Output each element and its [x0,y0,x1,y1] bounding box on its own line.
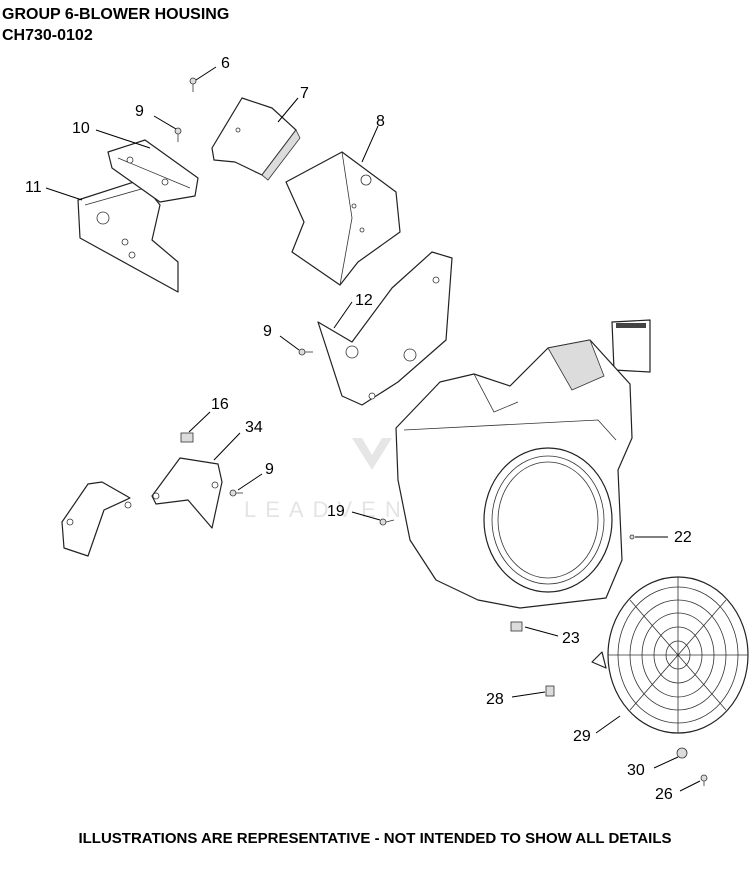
part-34-plate[interactable] [151,457,223,529]
part-16-clip[interactable] [180,432,194,443]
callout-8: 8 [376,113,385,130]
part-10-bracket[interactable] [107,139,199,203]
part-23-clip[interactable] [510,621,523,632]
callout-6: 6 [221,55,230,72]
callout-28: 28 [486,691,504,708]
part-left-plate[interactable] [61,481,132,557]
callout-30: 30 [627,762,645,779]
part-12-baffle[interactable] [317,251,453,406]
callout-12: 12 [355,292,373,309]
header: GROUP 6-BLOWER HOUSING CH730-0102 [2,4,229,46]
callout-26: 26 [655,786,673,803]
callout-22: 22 [674,529,692,546]
callout-29: 29 [573,728,591,745]
callouts: 6 7 8 9 10 11 12 9 16 34 9 19 22 23 28 2… [25,55,692,803]
part-22-pin[interactable] [629,534,635,540]
callout-19: 19 [327,503,345,520]
decal-label [611,319,651,373]
part-19-screw[interactable] [379,518,395,526]
callout-34: 34 [245,419,263,436]
callout-10: 10 [72,120,90,137]
part-28-screw[interactable] [545,685,555,697]
callout-11: 11 [25,179,42,196]
diagram-title: GROUP 6-BLOWER HOUSING [2,6,230,23]
part-7-cover[interactable] [211,97,301,181]
part-29-grille[interactable] [591,576,749,734]
part-9-screw-a[interactable] [174,127,182,142]
leader-lines [45,66,701,792]
part-30-nut[interactable] [676,747,688,759]
blower-housing[interactable] [395,339,633,609]
part-6-screw[interactable] [189,77,197,92]
callout-7: 7 [300,85,309,102]
part-8-shroud[interactable] [285,151,401,286]
callout-16: 16 [211,396,229,413]
callout-9c: 9 [265,461,274,478]
part-9-screw-c[interactable] [229,489,243,497]
callout-9b: 9 [263,323,272,340]
callout-9a: 9 [135,103,144,120]
part-26-screw[interactable] [700,774,708,786]
part-9-screw-b[interactable] [298,348,313,356]
model-number: CH730-0102 [2,27,93,44]
footer-disclaimer: ILLUSTRATIONS ARE REPRESENTATIVE - NOT I… [78,830,672,847]
callout-23: 23 [562,630,580,647]
